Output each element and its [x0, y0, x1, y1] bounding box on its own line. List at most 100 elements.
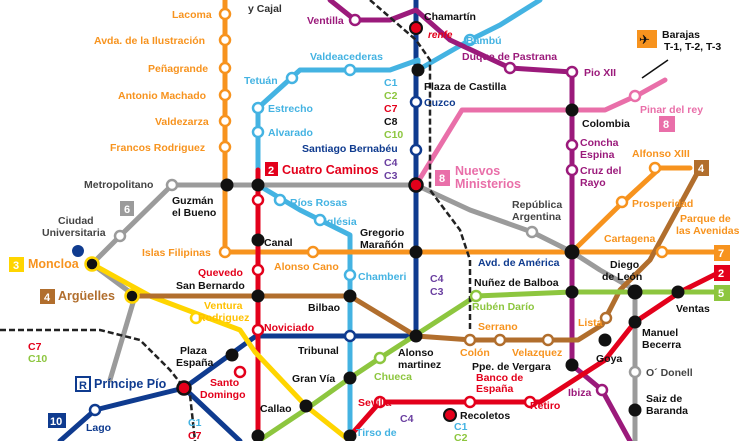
- line-2-east: [347, 269, 723, 439]
- airport-info: ✈ Barajas T-1, T-2, T-3: [637, 29, 721, 79]
- interchange-arguelles[interactable]: [124, 288, 140, 304]
- interchange-lacoma-top[interactable]: [251, 429, 265, 441]
- station-marker-bambu[interactable]: [463, 33, 477, 47]
- station-marker-iglesia[interactable]: [313, 213, 327, 227]
- station-marker-chueca[interactable]: [373, 351, 387, 365]
- cercanias-c10b: C10: [28, 353, 47, 365]
- station-marker-santo-domingo[interactable]: [233, 365, 247, 379]
- label-cartagena: Cartagena: [604, 233, 656, 245]
- station-marker-cartagena[interactable]: [655, 245, 669, 259]
- interchange-plaza-castilla[interactable]: [411, 63, 425, 77]
- cercanias-c1a: C1: [384, 77, 398, 89]
- station-marker-duque-pastrana[interactable]: [503, 61, 517, 75]
- station-marker-velazquez[interactable]: [541, 333, 555, 347]
- station-marker-santiago-bernabeu[interactable]: [409, 143, 423, 157]
- station-marker-tribunal[interactable]: [343, 329, 357, 343]
- station-marker-francos-rodriguez[interactable]: [218, 140, 232, 154]
- interchange-manuel-becerra[interactable]: [628, 315, 642, 329]
- station-marker-tetuan[interactable]: [285, 71, 299, 85]
- station-marker-rios-rosas[interactable]: [273, 193, 287, 207]
- interchange-ventas[interactable]: [671, 285, 685, 299]
- airport-arrow: [641, 59, 669, 79]
- interchange-gregorio-maranon[interactable]: [409, 245, 423, 259]
- station-marker-ruben-dario[interactable]: [469, 289, 483, 303]
- label-prosperidad: Prosperidad: [632, 198, 693, 210]
- station-marker-retiro[interactable]: [523, 395, 537, 409]
- station-marker-quevedo[interactable]: [251, 263, 265, 277]
- station-marker-valdezarza[interactable]: [218, 114, 232, 128]
- interchange-diego-leon[interactable]: [627, 284, 643, 300]
- station-marker-odonnell[interactable]: [628, 365, 642, 379]
- station-marker-avda-ilustracion[interactable]: [218, 33, 232, 47]
- station-marker-lacoma[interactable]: [218, 7, 232, 21]
- interchange-bilbao[interactable]: [343, 289, 357, 303]
- cercanias-c8a: C8: [384, 116, 398, 128]
- cercanias-c10a: C10: [384, 129, 403, 141]
- station-marker-antonio-machado[interactable]: [218, 88, 232, 102]
- station-marker-rios[interactable]: [251, 193, 265, 207]
- interchange-san-bernardo[interactable]: [251, 289, 265, 303]
- interchange-recoletos[interactable]: [443, 408, 457, 422]
- interchange-gran-via[interactable]: [343, 371, 357, 385]
- interchange-avda-america[interactable]: [564, 244, 580, 260]
- station-marker-penagrande[interactable]: [218, 61, 232, 75]
- label-alvarado: Alvarado: [268, 127, 313, 139]
- station-marker-sevilla[interactable]: [373, 395, 387, 409]
- interchange-tirso[interactable]: [343, 429, 357, 441]
- station-marker-alonso-cano[interactable]: [306, 245, 320, 259]
- label-arguelles: Argüelles: [58, 289, 115, 303]
- label-pio-xii: Pio XII: [584, 67, 616, 79]
- station-marker-noviciado[interactable]: [251, 323, 265, 337]
- station-marker-cruz-rayo[interactable]: [565, 163, 579, 177]
- label-gregorio-1: Gregorio: [360, 227, 404, 239]
- station-marker-estrecho[interactable]: [251, 101, 265, 115]
- station-marker-alfonso-xiii[interactable]: [648, 161, 662, 175]
- station-marker-concha-espina[interactable]: [565, 138, 579, 152]
- interchange-guzman-bueno[interactable]: [220, 178, 234, 192]
- interchange-saiz-baranda[interactable]: [628, 403, 642, 417]
- station-marker-valdeacederas[interactable]: [343, 63, 357, 77]
- badge-line-3-box: [9, 257, 24, 272]
- label-guzman-1: Guzmán: [172, 195, 213, 207]
- badge-line-3: 3: [13, 260, 19, 272]
- station-marker-lista[interactable]: [599, 311, 613, 325]
- interchange-moncloa[interactable]: [84, 256, 100, 272]
- label-plaza-espana-1: Plaza: [180, 345, 207, 357]
- station-marker-chamberi[interactable]: [343, 268, 357, 282]
- cercanias-c3b: C3: [430, 286, 444, 298]
- interchange-principe-pio[interactable]: [176, 380, 192, 396]
- label-quevedo: Quevedo: [198, 267, 243, 279]
- station-marker-islas-filipinas[interactable]: [218, 245, 232, 259]
- station-marker-pio-xii[interactable]: [565, 65, 579, 79]
- interchange-callao[interactable]: [299, 399, 313, 413]
- label-nunez-balboa: Nuñez de Balboa: [474, 277, 559, 289]
- station-marker-lago[interactable]: [88, 403, 102, 417]
- interchange-nuevos-ministerios[interactable]: [408, 177, 424, 193]
- station-marker-metropolitano[interactable]: [165, 178, 179, 192]
- label-concha-1: Concha: [580, 137, 619, 149]
- station-marker-ventura-rodriguez[interactable]: [189, 311, 203, 325]
- station-marker-ibiza[interactable]: [595, 383, 609, 397]
- station-marker-cuzco[interactable]: [409, 95, 423, 109]
- interchange-alonso-martinez[interactable]: [409, 329, 423, 343]
- station-marker-ciudad-universitaria[interactable]: [113, 229, 127, 243]
- interchange-cuatro-caminos[interactable]: [251, 178, 265, 192]
- station-marker-serrano[interactable]: [493, 333, 507, 347]
- interchange-nunez-balboa[interactable]: [565, 285, 579, 299]
- interchange-chamartin[interactable]: [409, 21, 423, 35]
- interchange-colombia[interactable]: [565, 103, 579, 117]
- station-marker-ventilla[interactable]: [348, 13, 362, 27]
- station-marker-banco-espana[interactable]: [463, 395, 477, 409]
- label-nuevos-ministerios-1: Nuevos: [455, 164, 500, 178]
- station-marker-republica-argentina[interactable]: [525, 225, 539, 239]
- station-marker-prosperidad[interactable]: [615, 195, 629, 209]
- label-metropolitano: Metropolitano: [84, 179, 153, 191]
- station-marker-pinar-rey[interactable]: [628, 89, 642, 103]
- interchange-ppe-vergara[interactable]: [565, 358, 579, 372]
- label-republica-2: Argentina: [512, 211, 561, 223]
- interchange-plaza-espana[interactable]: [225, 348, 239, 362]
- interchange-canal[interactable]: [251, 233, 265, 247]
- station-marker-colon[interactable]: [463, 333, 477, 347]
- interchange-goya[interactable]: [598, 333, 612, 347]
- station-marker-alvarado[interactable]: [251, 125, 265, 139]
